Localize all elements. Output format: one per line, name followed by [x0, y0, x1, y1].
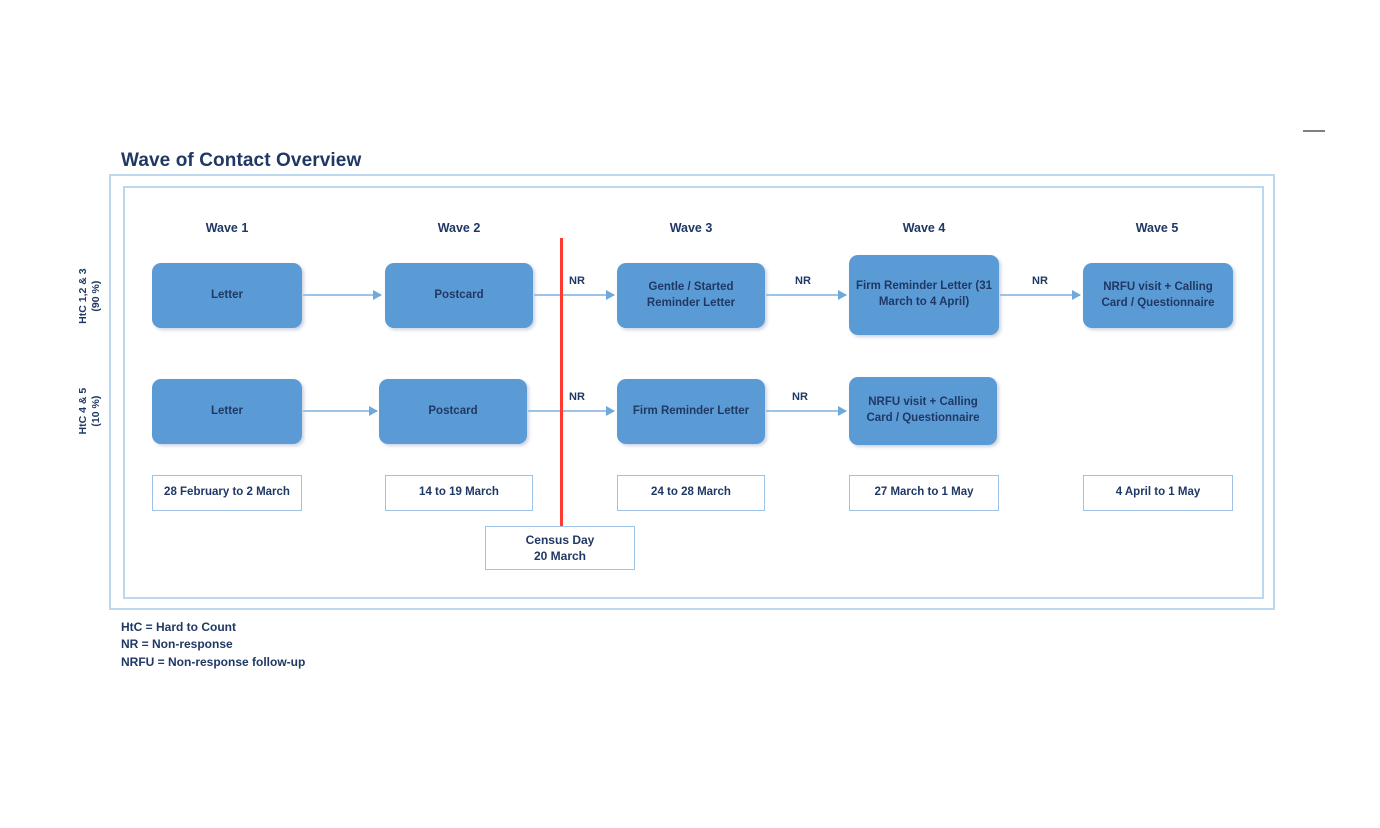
diagram-inner-frame	[123, 186, 1264, 599]
wave-header-2: Wave 2	[437, 221, 481, 235]
process-box-htc45-wave1-letter[interactable]: Letter	[152, 379, 302, 444]
diagram-outer-frame	[109, 174, 1275, 610]
wave-header-1: Wave 1	[205, 221, 249, 235]
date-box-wave2: 14 to 19 March	[385, 475, 533, 511]
process-box-htc45-wave4-nrfu[interactable]: NRFU visit + Calling Card / Questionnair…	[849, 377, 997, 445]
band-label-htc-4-5: HtC 4 & 5 (10 %)	[77, 366, 103, 456]
process-box-htc123-wave3-gentle-reminder[interactable]: Gentle / Started Reminder Letter	[617, 263, 765, 328]
date-box-wave4: 27 March to 1 May	[849, 475, 999, 511]
legend-item-nrfu: NRFU = Non-response follow-up	[121, 654, 306, 669]
census-day-marker-line	[560, 238, 563, 526]
nr-label-htc45-wave3-wave4: NR	[792, 391, 808, 403]
page-title: Wave of Contact Overview	[121, 150, 362, 171]
band-label-htc-4-5-line2: (10 %)	[90, 395, 102, 427]
connector-htc123-wave2-to-wave3	[534, 290, 615, 300]
date-box-wave3: 24 to 28 March	[617, 475, 765, 511]
date-box-wave1: 28 February to 2 March	[152, 475, 302, 511]
census-day-label: Census Day	[525, 532, 595, 547]
process-box-htc123-wave5-nrfu[interactable]: NRFU visit + Calling Card / Questionnair…	[1083, 263, 1233, 328]
wave-header-4: Wave 4	[902, 221, 946, 235]
band-label-htc-1-2-3-line2: (90 %)	[90, 280, 102, 312]
connector-htc123-wave3-to-wave4	[766, 290, 847, 300]
band-label-htc-4-5-line1: HtC 4 & 5	[76, 387, 89, 435]
legend: HtC = Hard to Count NR = Non-response NR…	[121, 619, 305, 671]
date-box-wave5: 4 April to 1 May	[1083, 475, 1233, 511]
legend-item-nr: NR = Non-response	[121, 637, 233, 652]
nr-label-htc123-wave4-wave5: NR	[1032, 275, 1048, 287]
corner-dash-mark	[1303, 130, 1325, 132]
nr-label-htc123-wave2-wave3: NR	[569, 275, 585, 287]
connector-htc123-wave1-to-wave2	[303, 290, 382, 300]
census-day-date: 20 March	[533, 549, 587, 563]
connector-htc123-wave4-to-wave5	[1000, 290, 1081, 300]
process-box-htc123-wave1-letter[interactable]: Letter	[152, 263, 302, 328]
connector-htc45-wave3-to-wave4	[766, 406, 847, 416]
process-box-htc123-wave2-postcard[interactable]: Postcard	[385, 263, 533, 328]
legend-item-htc: HtC = Hard to Count	[121, 620, 236, 634]
wave-header-3: Wave 3	[669, 221, 713, 235]
census-day-box: Census Day 20 March	[485, 526, 635, 570]
connector-htc45-wave1-to-wave2	[303, 406, 378, 416]
connector-htc45-wave2-to-wave3	[528, 406, 615, 416]
process-box-htc45-wave3-firm-reminder[interactable]: Firm Reminder Letter	[617, 379, 765, 444]
nr-label-htc45-wave2-wave3: NR	[569, 391, 585, 403]
band-label-htc-1-2-3-line1: HtC 1,2 & 3	[76, 268, 89, 324]
wave-header-5: Wave 5	[1135, 221, 1179, 235]
process-box-htc45-wave2-postcard[interactable]: Postcard	[379, 379, 527, 444]
nr-label-htc123-wave3-wave4: NR	[795, 275, 811, 287]
band-label-htc-1-2-3: HtC 1,2 & 3 (90 %)	[77, 251, 103, 341]
process-box-htc123-wave4-firm-reminder[interactable]: Firm Reminder Letter (31 March to 4 Apri…	[849, 255, 999, 335]
